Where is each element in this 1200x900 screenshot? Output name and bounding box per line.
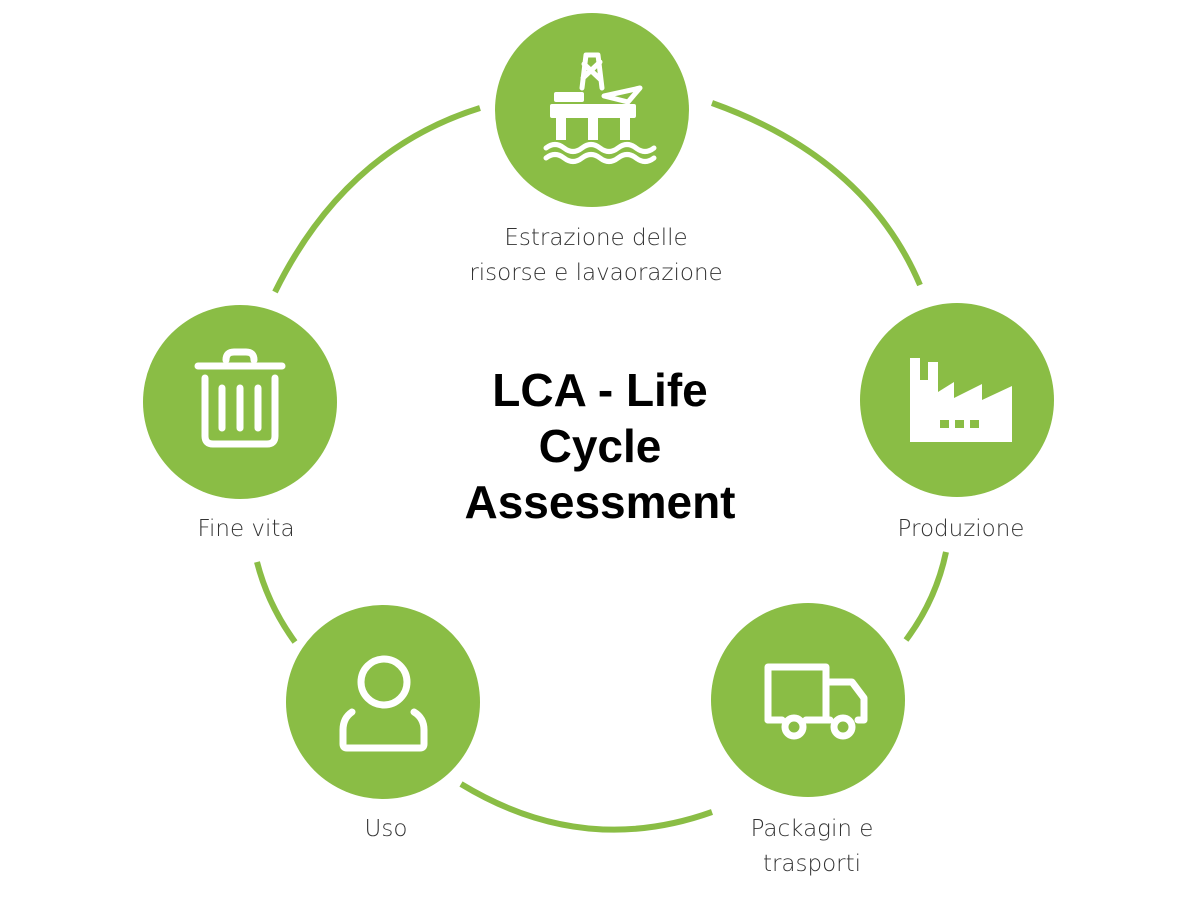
stage-node-produzione [860, 303, 1054, 497]
title-line: Assessment [464, 476, 736, 528]
truck-icon [764, 663, 868, 740]
stage-label-line: Estrazione delle [504, 225, 688, 251]
stage-node-uso [286, 605, 480, 799]
stage-label-line: Uso [364, 816, 408, 842]
cycle-arc-top-left [272, 105, 481, 294]
cycle-arc-top-right [710, 100, 923, 287]
stage-label-estrazione: Estrazione delle risorse e lavaorazione [446, 221, 746, 291]
stage-label-packaging: Packagin e trasporti [712, 812, 912, 882]
stage-label-produzione: Produzione [861, 512, 1061, 547]
stage-label-uso: Uso [286, 812, 486, 847]
stage-label-line: Fine vita [197, 516, 295, 542]
cycle-arc-bottom [459, 781, 714, 833]
factory-icon [910, 358, 1012, 442]
stage-label-line: trasporti [762, 851, 862, 877]
stage-label-fine-vita: Fine vita [146, 512, 346, 547]
oil-rig-icon [543, 52, 657, 164]
stage-label-line: risorse e lavaorazione [469, 260, 723, 286]
stage-label-line: Packagin e [750, 816, 874, 842]
cycle-arc-right [903, 551, 949, 642]
diagram-title: LCA - Life Cycle Assessment [400, 362, 800, 530]
stage-node-estrazione [495, 13, 689, 207]
cycle-arc-left [254, 561, 298, 644]
title-line: Cycle [538, 420, 662, 472]
trash-icon [194, 348, 286, 448]
stage-node-packaging [711, 603, 905, 797]
user-icon [339, 655, 428, 752]
title-line: LCA - Life [492, 364, 708, 416]
stage-label-line: Produzione [897, 516, 1025, 542]
stage-node-fine-vita [143, 305, 337, 499]
